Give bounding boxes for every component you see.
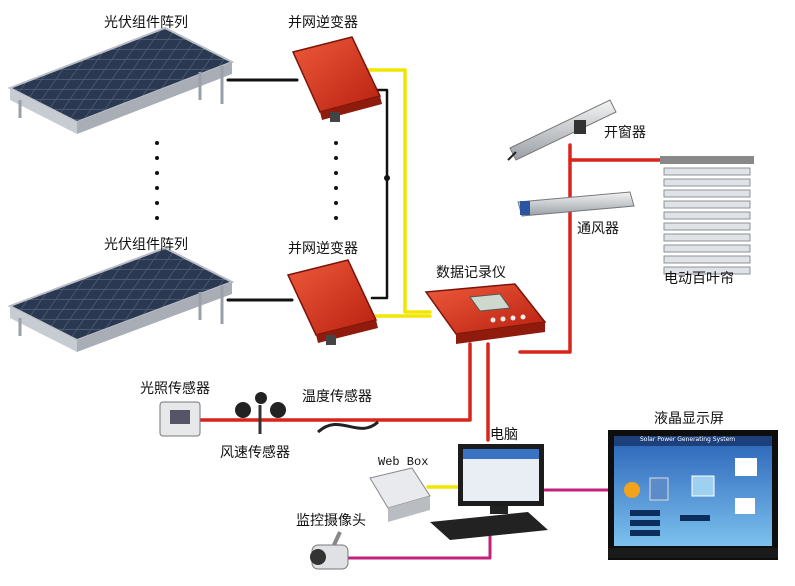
pv-array-top xyxy=(7,26,235,134)
label-inverter-bottom: 并网逆变器 xyxy=(288,241,358,257)
lcd-display-device xyxy=(608,430,778,560)
electric-blinds-device xyxy=(660,156,754,275)
red-wire-control xyxy=(518,143,572,354)
window-opener-device xyxy=(507,99,617,161)
label-pv-array-bottom: 光伏组件阵列 xyxy=(104,237,188,253)
bus-junction xyxy=(384,175,390,181)
label-camera: 监控摄像头 xyxy=(296,513,366,529)
camera-device xyxy=(310,531,349,570)
label-window-opener: 开窗器 xyxy=(604,125,646,141)
ventilator-device xyxy=(517,191,635,217)
wind-speed-sensor-device xyxy=(235,392,286,434)
label-light-sensor: 光照传感器 xyxy=(140,381,210,397)
ellipsis-dots xyxy=(155,141,338,220)
temperature-sensor-device xyxy=(316,420,380,434)
label-computer: 电脑 xyxy=(490,427,518,443)
yellow-wire-top xyxy=(358,68,432,314)
label-data-logger: 数据记录仪 xyxy=(436,265,506,281)
bus-wire-black xyxy=(370,88,389,300)
label-web-box: Web Box xyxy=(378,455,429,469)
wires xyxy=(183,68,667,560)
label-ventilator: 通风器 xyxy=(577,221,619,237)
computer-device xyxy=(430,444,548,540)
label-pv-array-top: 光伏组件阵列 xyxy=(104,15,188,31)
inverter-bottom-device xyxy=(286,259,378,345)
light-sensor-device xyxy=(159,401,201,437)
label-lcd-display: 液晶显示屏 xyxy=(654,411,724,427)
label-inverter-top: 并网逆变器 xyxy=(288,15,358,31)
label-temperature-sensor: 温度传感器 xyxy=(302,389,372,405)
pv-array-bottom xyxy=(7,246,235,352)
data-logger-device xyxy=(424,283,547,344)
inverter-top-device xyxy=(291,36,382,122)
magenta-wire-camera xyxy=(338,523,492,560)
lcd-screen-caption: Solar Power Generating System xyxy=(640,436,736,443)
web-box-device xyxy=(369,467,431,522)
red-wire-sensors xyxy=(183,342,472,422)
label-wind-speed-sensor: 风速传感器 xyxy=(220,445,290,461)
label-electric-blinds: 电动百叶帘 xyxy=(664,271,734,287)
